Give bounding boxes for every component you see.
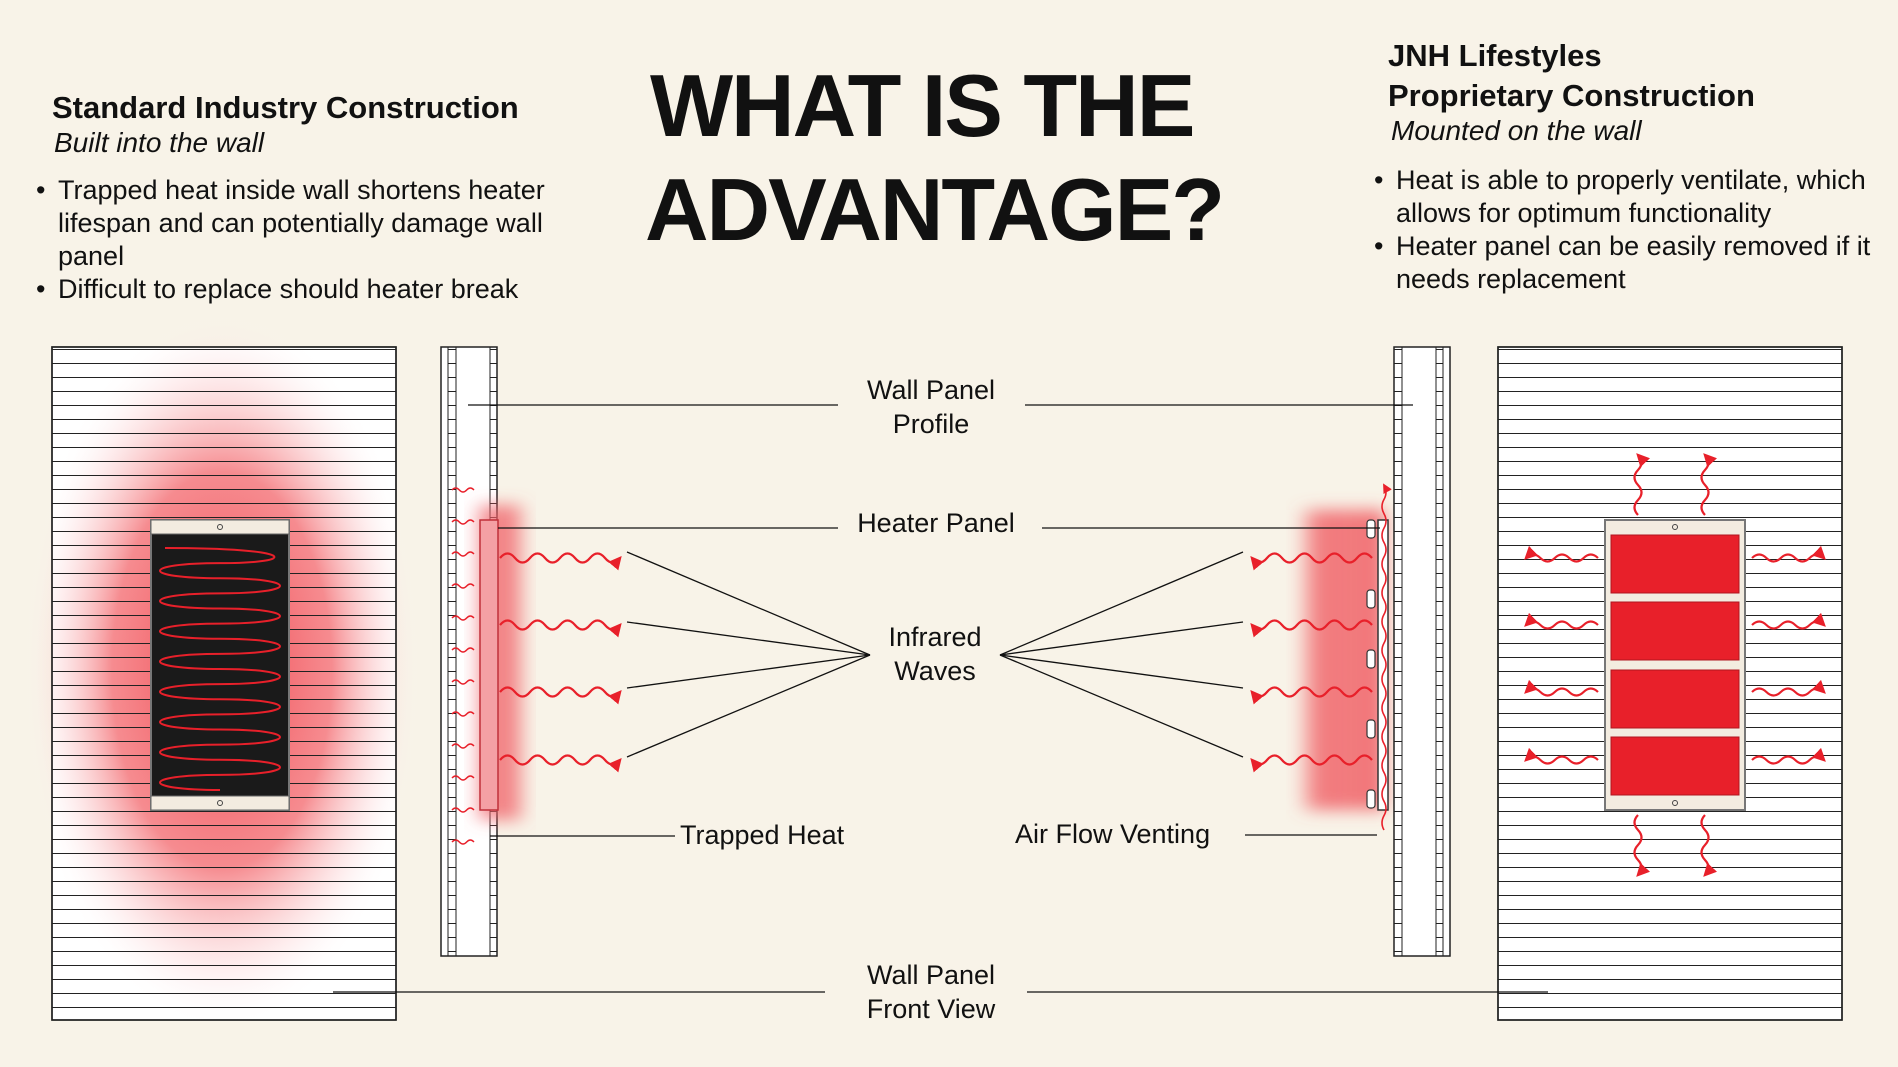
right-subheading: Mounted on the wall [1391,115,1642,146]
label-wall-panel-profile-line2: Profile [892,409,970,439]
right-bullet-2: Heater panel can be easily removed if it… [1374,230,1874,296]
right-bullet-list: Heat is able to properly ventilate, whic… [1374,164,1874,296]
left-wall-profile [440,346,530,957]
top-vent-arrow-1 [1633,453,1651,516]
label-wall-panel-profile-line1: Wall Panel [866,375,996,405]
infrared-wave-left-1 [499,552,622,571]
side-vent-arrow-left-3 [1524,679,1599,697]
right-heading-line-1: JNH Lifestyles [1388,38,1602,73]
label-trapped-heat: Trapped Heat [680,820,845,850]
heater-element-1 [1610,534,1740,594]
top-vent-arrow-2 [1700,453,1718,516]
vent-tab-2 [1366,589,1376,609]
infrared-wave-right-4 [1250,754,1373,773]
side-vent-arrow-left-1 [1524,545,1599,563]
infrared-wave-right-2 [1250,619,1373,638]
label-wall-panel-front-view: Wall Panel Front View [836,958,1026,1026]
label-infrared-line2: Waves [894,656,976,686]
leader-lines [333,404,1548,993]
left-wall-front-view [22,310,422,1030]
left-bullet-list: Trapped heat inside wall shortens heater… [36,174,596,306]
right-bullet-1: Heat is able to properly ventilate, whic… [1374,164,1874,230]
bottom-vent-arrow-2 [1700,814,1718,877]
side-vent-arrow-left-4 [1524,747,1599,765]
label-air-flow-venting: Air Flow Venting [1015,819,1211,849]
infrared-wave-left-4 [499,754,622,773]
label-infrared-waves: Infrared Waves [860,620,1010,688]
label-wall-panel-profile: Wall Panel Profile [836,373,1026,441]
label-front-view-line2: Front View [866,994,996,1024]
title-line-1: WHAT IS THE [650,56,1195,155]
infrared-wave-right-3 [1250,686,1373,705]
label-front-view-line1: Wall Panel [866,960,996,990]
left-subheading: Built into the wall [54,127,265,158]
right-wall-profile [1295,346,1451,957]
left-heading: Standard Industry Construction [52,90,519,125]
heater-element-3 [1610,669,1740,729]
mounted-heater-profile [1377,519,1389,811]
right-wall-front-view [1497,346,1843,1021]
right-heading-line-2: Proprietary Construction [1388,78,1755,113]
infrared-wave-left-2 [499,619,622,638]
heater-element-2 [1610,601,1740,661]
vent-tab-1 [1366,519,1376,539]
side-vent-arrow-right-2 [1751,612,1826,630]
heater-element-4 [1610,736,1740,796]
left-bullet-2: Difficult to replace should heater break [36,273,596,306]
infrared-wave-left-3 [499,686,622,705]
mounted-heater [1604,519,1746,811]
title-line-2: ADVANTAGE? [645,160,1225,259]
vent-tab-5 [1366,789,1376,809]
vent-tab-4 [1366,719,1376,739]
side-vent-arrow-right-4 [1751,747,1826,765]
bottom-vent-arrow-1 [1633,814,1651,877]
side-vent-arrow-left-2 [1524,612,1599,630]
label-infrared-line1: Infrared [888,622,982,652]
side-vent-arrow-right-3 [1751,679,1826,697]
side-vent-arrow-right-1 [1751,545,1826,563]
embedded-heater [150,519,290,811]
label-heater-panel: Heater Panel [857,508,1015,538]
left-bullet-1: Trapped heat inside wall shortens heater… [36,174,596,273]
vent-tab-3 [1366,649,1376,669]
infrared-wave-right-1 [1250,552,1373,571]
